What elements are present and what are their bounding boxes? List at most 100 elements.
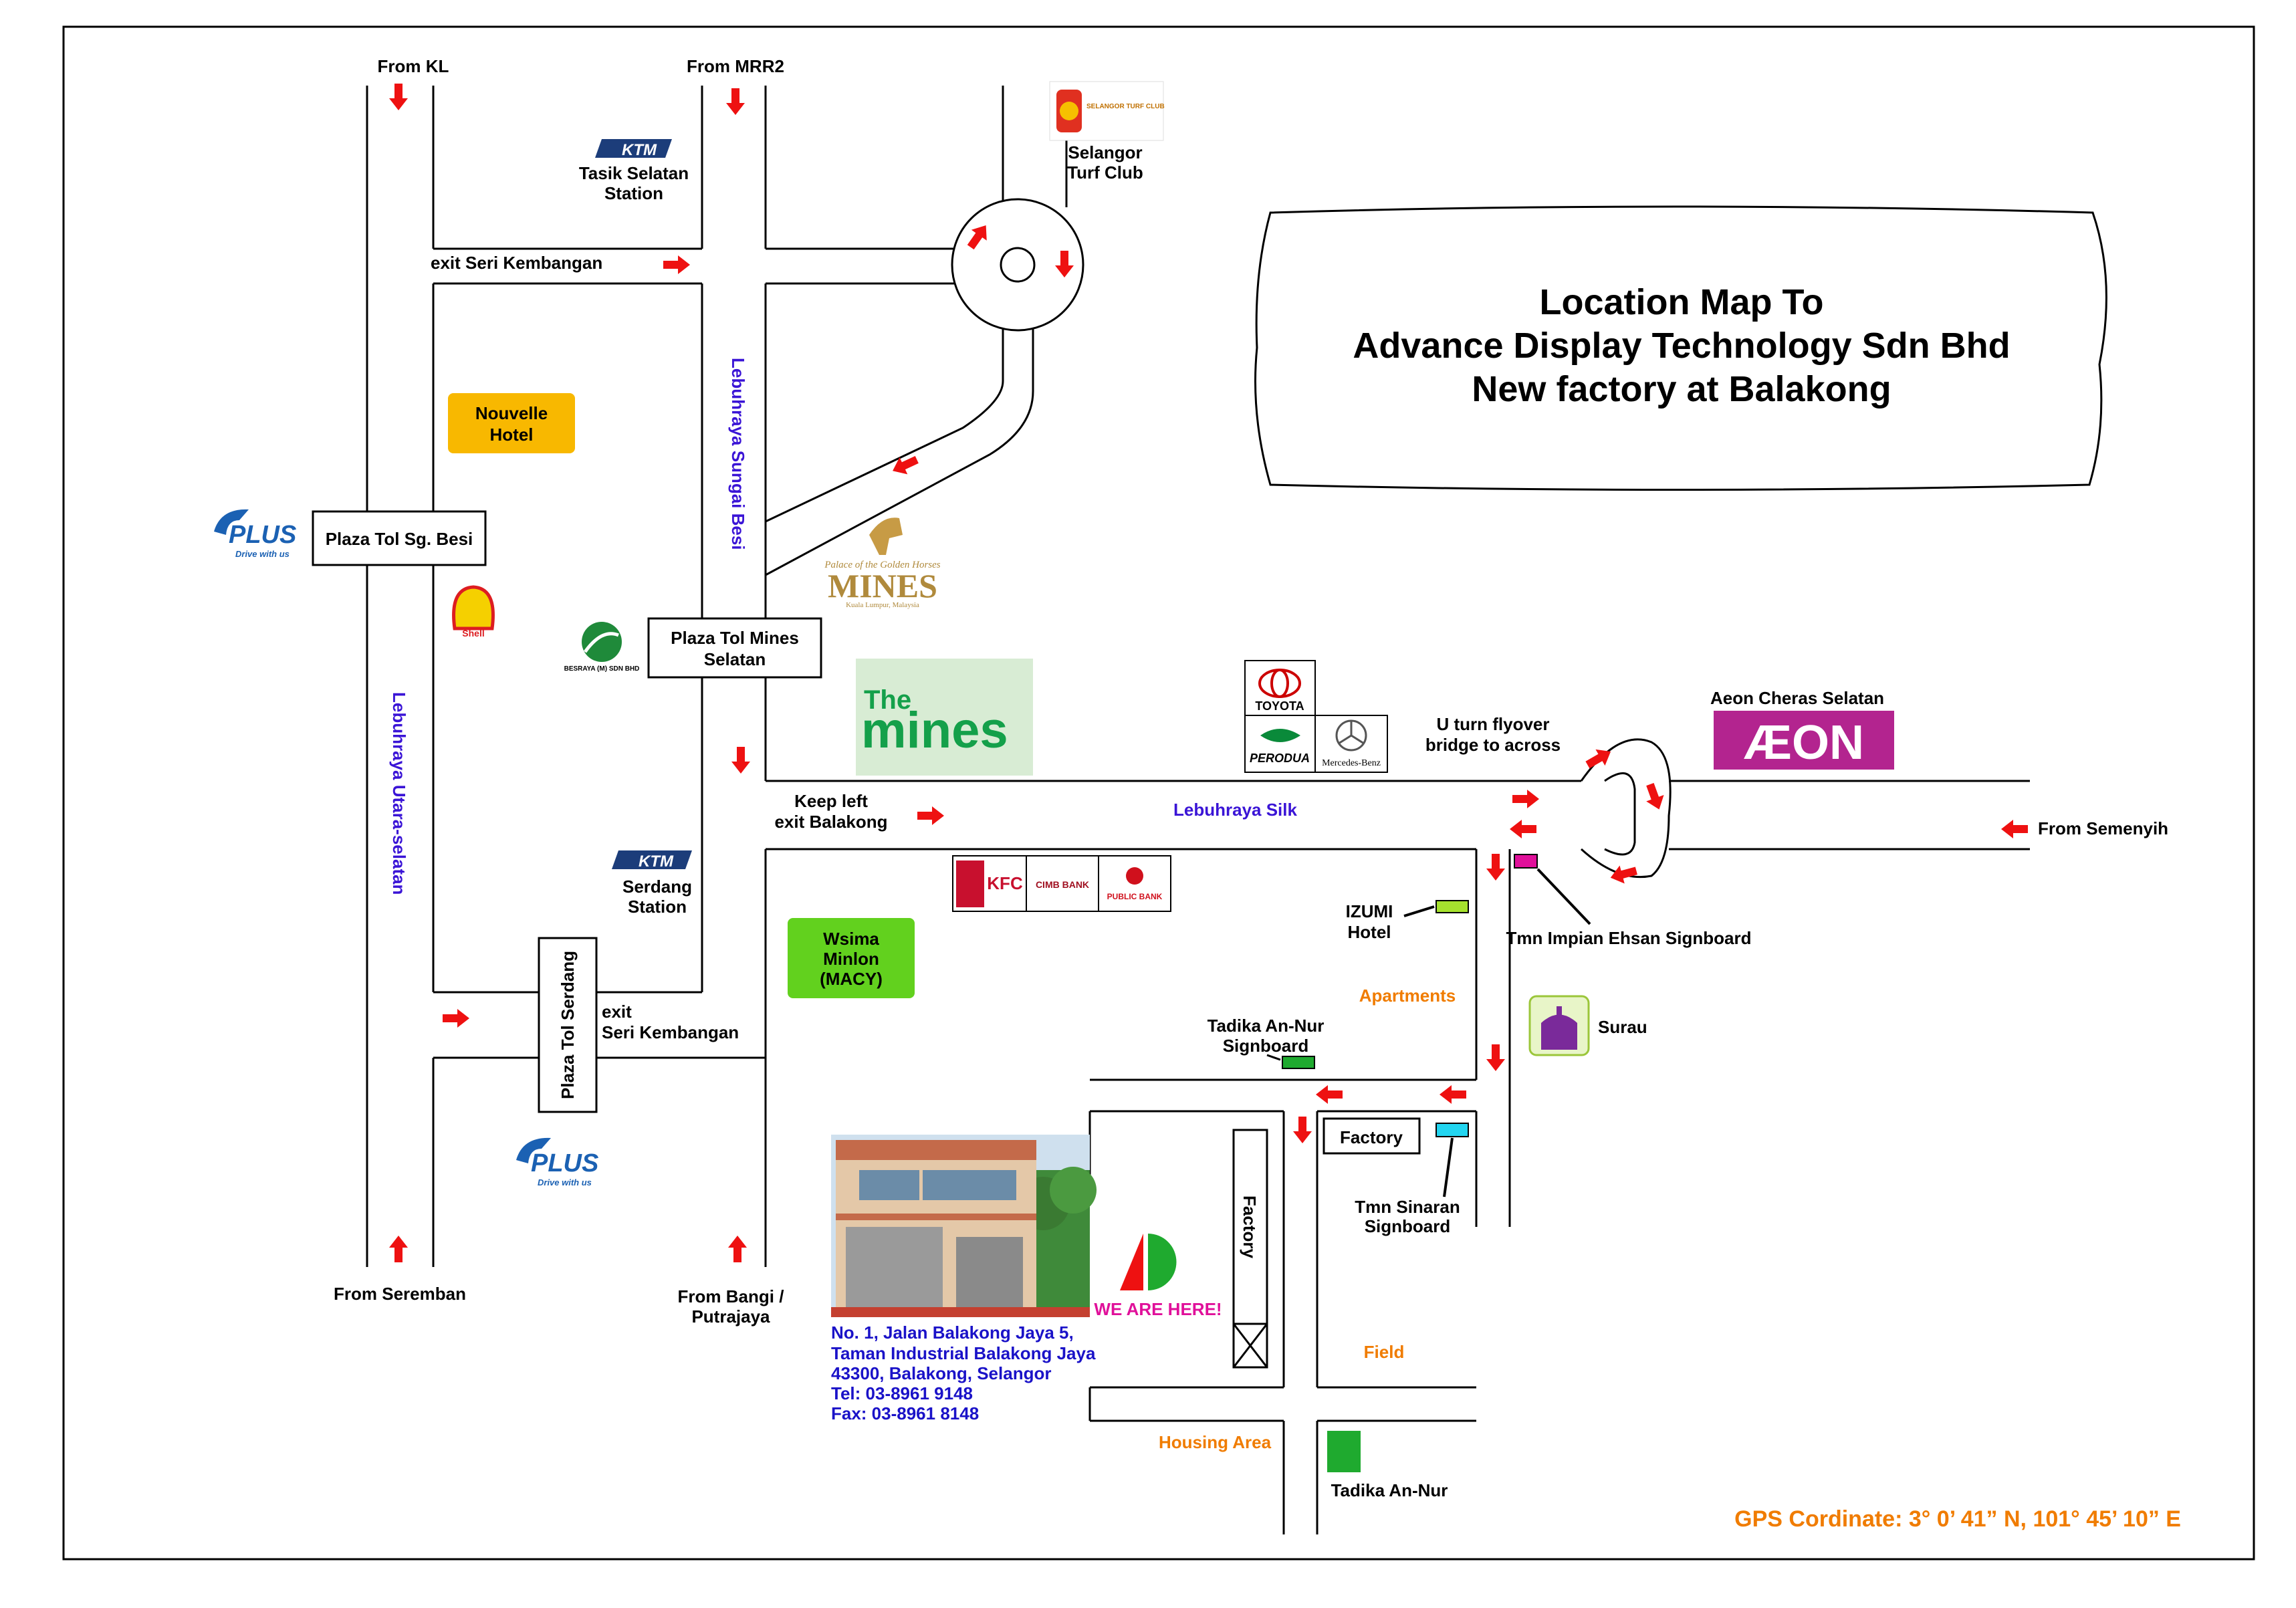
tasik-selatan-label-2: Station [604,183,663,203]
title-line-1: Location Map To [1540,282,1824,322]
plaza-mines-label-2: Selatan [704,649,766,669]
exit-seri-kembangan-bottom-2: Seri Kembangan [602,1022,739,1042]
shell-logo: Shell [452,585,495,639]
factory-photo [831,1135,1097,1317]
mines-logo-top: Palace of the Golden Horses [824,560,940,570]
address-line-1: No. 1, Jalan Balakong Jaya 5, [831,1323,1074,1343]
mines-logo-main: MINES [828,567,937,604]
tmn-sinaran-signboard [1436,1123,1469,1137]
the-mines-logo-1: The [864,685,911,715]
from-seremban-label: From Seremban [334,1284,466,1304]
road-sungai-besi: Lebuhraya Sungai Besi [728,358,748,550]
turf-club-logo-text: SELANGOR TURF CLUB [1086,103,1165,110]
aeon-logo-text: ÆON [1744,716,1864,770]
plaza-serdang-label: Plaza Tol Serdang [558,951,578,1099]
title-line-2: Advance Display Technology Sdn Bhd [1353,326,2010,366]
we-are-here-marker: WE ARE HERE! [1094,1234,1222,1319]
tadika-sign-label-1: Tadika An-Nur [1208,1016,1325,1036]
exit-seri-kembangan-bottom-1: exit [602,1002,632,1022]
aeon-cheras-label: Aeon Cheras Selatan [1710,688,1884,708]
tmn-sinaran-label-1: Tmn Sinaran [1355,1197,1460,1217]
the-mines-logo-2: mines [861,702,1008,759]
plus-tagline-bottom: Drive with us [538,1177,592,1187]
the-mines-logo: The mines [856,659,1033,776]
plus-tagline-top: Drive with us [235,549,290,559]
from-bangi-label-2: Putrajaya [691,1306,770,1327]
tadika-sign-label-2: Signboard [1223,1036,1309,1056]
plaza-sg-besi-label: Plaza Tol Sg. Besi [326,529,473,549]
plaza-tol-serdang: Plaza Tol Serdang [538,937,598,1113]
tmn-impian-signboard [1514,854,1538,869]
tadika-an-nur-building [1327,1431,1361,1472]
kfc-cimb-publicbank-logo: KFC CIMB BANK PUBLIC BANK [952,855,1171,912]
from-kl-label: From KL [378,56,449,76]
izumi-label-1: IZUMI [1346,901,1393,921]
factory-box-label: Factory [1340,1127,1403,1147]
tadika-an-nur-label: Tadika An-Nur [1331,1480,1448,1500]
aeon-logo: ÆON [1714,711,1894,770]
plus-logo-bottom: PLUS Drive with us [516,1137,598,1187]
selangor-turf-label-2: Turf Club [1067,162,1143,183]
road-utara-selatan: Lebuhraya Utara-selatan [389,692,409,895]
perodua-logo-text: PERODUA [1250,752,1310,765]
ktm-logo-serdang: KTM [612,850,692,871]
gps-coordinate: GPS Cordinate: 3° 0’ 41” N, 101° 45’ 10”… [1734,1506,2181,1532]
address-line-3: 43300, Balakong, Selangor [831,1363,1051,1383]
title-line-3: New factory at Balakong [1472,369,1891,409]
tasik-selatan-label-1: Tasik Selatan [579,163,689,183]
factory-box: Factory [1323,1117,1421,1155]
plus-text-top: PLUS [229,521,296,549]
wsima-minlon: Wsima Minlon (MACY) [788,918,915,998]
housing-area-label: Housing Area [1159,1432,1272,1452]
selangor-turf-club-logo: SELANGOR TURF CLUB [1049,81,1165,141]
mines-logo-sub: Kuala Lumpur, Malaysia [846,601,919,609]
nouvelle-hotel: Nouvelle Hotel [448,393,575,453]
serdang-label-1: Serdang [622,877,692,897]
mines-golden-horses-logo: Palace of the Golden Horses MINES Kuala … [824,518,941,609]
wsima-label-3: (MACY) [820,969,883,989]
keep-left-label-1: Keep left [794,791,868,811]
address-fax: Fax: 03-8961 8148 [831,1403,979,1423]
ktm-logo-text-tasik: KTM [622,141,657,159]
serdang-label-2: Station [628,897,687,917]
we-are-here-label: WE ARE HERE! [1094,1299,1222,1319]
mercedes-logo-text: Mercedes-Benz [1322,758,1381,768]
plaza-tol-sg-besi: Plaza Tol Sg. Besi [312,510,487,566]
public-bank-logo-text: PUBLIC BANK [1107,892,1163,901]
exit-seri-kembangan-top: exit Seri Kembangan [431,253,602,273]
cimb-logo-text: CIMB BANK [1036,879,1089,890]
from-mrr2-label: From MRR2 [687,56,784,76]
factory-vertical-label: Factory [1240,1195,1260,1258]
factory-vertical: Factory [1232,1129,1268,1369]
surau-label: Surau [1598,1017,1647,1037]
from-semenyih-label: From Semenyih [2038,818,2168,838]
tadika-signboard [1282,1056,1315,1069]
plaza-mines-label-1: Plaza Tol Mines [671,628,799,648]
uturn-label-1: U turn flyover [1436,714,1549,734]
selangor-turf-label-1: Selangor [1068,142,1142,162]
ktm-logo-tasik: KTM [595,139,672,159]
nouvelle-label-2: Hotel [490,425,534,445]
wsima-label-2: Minlon [823,949,879,969]
keep-left-label-2: exit Balakong [774,812,887,832]
besraya-logo: BESRAYA (M) SDN BHD [564,622,639,673]
nouvelle-label-1: Nouvelle [475,403,548,423]
surau-icon [1528,995,1590,1056]
title-scroll [1254,205,2107,491]
address-line-2: Taman Industrial Balakong Jaya [831,1343,1096,1363]
tmn-impian-label: Tmn Impian Ehsan Signboard [1506,928,1752,948]
car-brands-logo: TOYOTA PERODUA Mercedes-Benz [1244,660,1388,773]
izumi-marker [1436,900,1469,913]
toyota-logo-text: TOYOTA [1255,699,1304,713]
shell-logo-text: Shell [462,628,484,639]
plaza-tol-mines-selatan: Plaza Tol Mines Selatan [647,617,822,679]
uturn-label-2: bridge to across [1425,735,1561,755]
ktm-logo-text-serdang: KTM [639,852,674,871]
address-tel: Tel: 03-8961 9148 [831,1383,973,1403]
izumi-label-2: Hotel [1348,922,1391,942]
kfc-logo-text: KFC [987,873,1023,893]
address-block: No. 1, Jalan Balakong Jaya 5, Taman Indu… [831,1323,1096,1423]
field-label: Field [1364,1342,1405,1362]
from-bangi-label-1: From Bangi / [678,1286,784,1306]
